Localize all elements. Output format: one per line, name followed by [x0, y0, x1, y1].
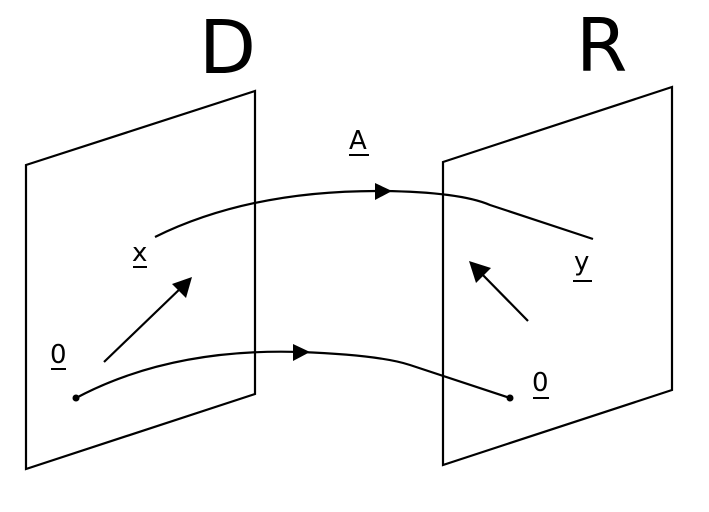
range-origin-label: 0 — [532, 368, 549, 398]
range-label: R — [576, 3, 627, 89]
lower-mapping-curve-right — [299, 350, 511, 400]
range-origin-dot — [506, 394, 514, 402]
domain-vector-shaft — [103, 284, 185, 363]
domain-vector-label-group: x — [132, 238, 147, 268]
range-plane-outline — [441, 85, 674, 467]
domain-plane — [24, 89, 257, 471]
range-vector-label: y — [574, 247, 589, 277]
domain-vector-arrowhead — [172, 277, 192, 298]
range-plane — [441, 85, 674, 467]
domain-origin-label: 0 — [50, 340, 67, 370]
domain-plane-outline — [24, 89, 257, 471]
domain-label: D — [199, 5, 256, 91]
domain-vector-label: x — [132, 238, 147, 268]
map-label-group: A — [349, 126, 369, 156]
range-vector-label-group: y — [573, 247, 592, 282]
domain-origin-label-group: 0 — [50, 340, 67, 370]
map-label: A — [349, 126, 367, 156]
range-origin-label-group: 0 — [532, 368, 549, 399]
upper-mapping-curve-left — [154, 189, 384, 238]
lower-mapping-curve-left — [75, 350, 301, 399]
range-vector-shaft — [476, 268, 529, 322]
range-vector-arrowhead — [469, 261, 491, 283]
upper-mapping-curve-right — [382, 189, 594, 241]
